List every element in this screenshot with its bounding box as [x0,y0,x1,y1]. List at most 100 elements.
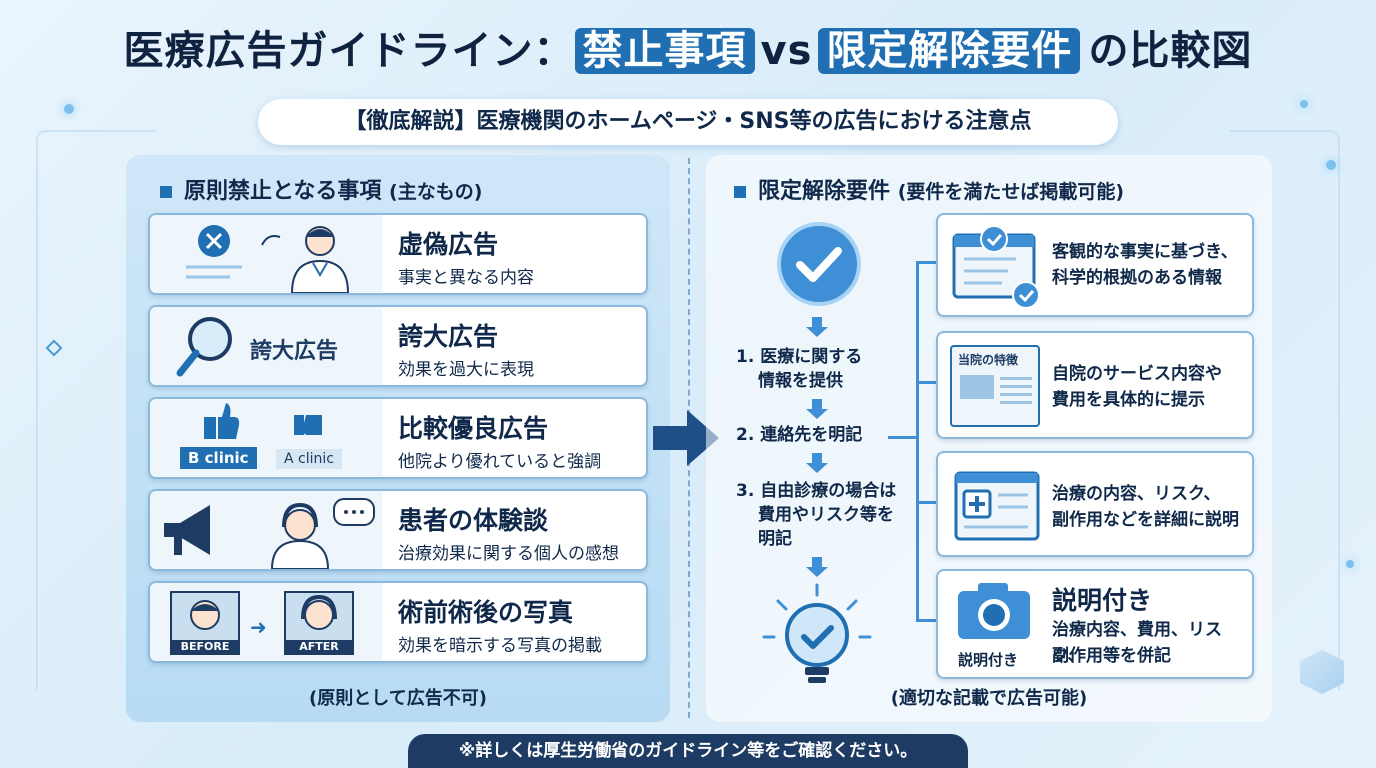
face-icon [190,600,220,630]
bullet-square-icon [734,186,746,198]
arrow-right-icon [653,410,719,466]
thumbs-icon [204,403,322,439]
step-2: 2. 連絡先を明記 [736,423,862,447]
title-prefix: 医療広告ガイドライン： [123,28,575,74]
decor-dot [1346,560,1354,568]
decor-dot [1326,160,1336,170]
after-label: AFTER [286,640,352,653]
prohibited-heading-note: (主なもの) [389,181,483,203]
card-line: 副作用等を併記 [1052,646,1171,666]
false-ad-illustration [150,215,382,294]
magnifier-icon [176,317,232,377]
card-services-and-fees: 当院の特徴 自院のサービス内容や 費用を具体的に提示 [936,331,1254,439]
connector-branch [916,501,936,504]
step-line: 連絡先を明記 [760,425,863,445]
connector-branch [916,381,936,384]
step-line: 情報を提供 [758,371,843,391]
a-clinic-label: A clinic [276,449,342,469]
exemption-heading-text: 限定解除要件 [758,179,891,204]
exemption-panel: 限定解除要件 (要件を満たせば掲載可能) 1. 医療に関する 情報を提供 2. … [706,155,1272,722]
card-line: 客観的な事実に基づき、 [1052,242,1238,262]
card-exaggerated-advertising: 誇大広告 誇大広告 効果を過大に表現 [148,305,648,387]
exaggerated-ad-illustration: 誇大広告 [150,307,382,385]
prohibited-panel: 原則禁止となる事項 (主なもの) 虚偽広告 事実と異なる内容 [126,155,670,722]
b-clinic-label: B clinic [180,447,257,469]
card-line: 費用を具体的に提示 [1052,390,1205,410]
connector-branch [916,261,936,264]
connector-branch [916,619,936,622]
card-title: 説明付き [1052,586,1153,615]
card-patient-testimonial: 患者の体験談 治療効果に関する個人の感想 [148,489,648,571]
step-num: 3. [736,481,755,501]
card-line: 副作用などを詳細に説明 [1052,510,1239,530]
card-line: 治療内容、費用、リスク、 [1052,620,1222,666]
card-desc: 事実と異なる内容 [398,268,534,288]
card-title: 虚偽広告 [398,230,499,259]
arrow-right-icon: ➜ [250,615,267,639]
subtitle-banner: 【徹底解説】医療機関のホームページ・SNS等の広告における注意点 [258,99,1118,145]
face-icon [301,594,337,630]
arrow-down-icon [806,399,828,419]
clinic-features-label: 当院の特徴 [958,353,1019,367]
before-photo: BEFORE [170,591,240,655]
megaphone-person-icon [164,498,375,570]
before-label: BEFORE [172,640,238,653]
card-with-explanation: 説明付き 説明付き 治療内容、費用、リスク、 副作用等を併記 [936,569,1254,679]
card-objective-facts: 客観的な事実に基づき、 科学的根拠のある情報 [936,213,1254,317]
connector-vertical [916,261,919,621]
clinic-features-icon: 当院の特徴 [950,345,1040,427]
step-1: 1. 医療に関する 情報を提供 [736,345,862,393]
card-desc: 他院より優れていると強調 [398,452,602,472]
card-title: 術前術後の写真 [398,598,574,627]
prohibited-heading: 原則禁止となる事項 (主なもの) [160,173,482,205]
camera-icon [958,583,1030,639]
prohibited-footer: (原則として広告不可) [309,688,487,709]
card-before-after-photos: BEFORE ➜ AFTER 術前術後の写真 効果を暗示する写真の掲載 [148,581,648,663]
arrow-down-icon [806,317,828,337]
testimonial-illustration [150,491,382,570]
explanation-icon-label: 説明付き [958,651,1019,669]
step-3: 3. 自由診療の場合は 費用やリスク等を 明記 [736,479,896,551]
card-line: 科学的根拠のある情報 [1052,268,1222,288]
card-desc: 効果を暗示する写真の掲載 [398,636,602,656]
arrow-down-icon [806,453,828,473]
comparative-ad-illustration: B clinic A clinic [150,399,382,477]
card-title: 誇大広告 [398,322,499,351]
card-line: 治療の内容、リスク、 [1052,484,1221,504]
card-false-advertising: 虚偽広告 事実と異なる内容 [148,213,648,295]
step-line: 医療に関する [760,347,863,367]
card-comparative-advertising: B clinic A clinic 比較優良広告 他院より優れていると強調 [148,397,648,479]
lightbulb-check-icon [762,583,872,683]
exemption-heading-note: (要件を満たせば掲載可能) [897,181,1125,203]
title-prohibited-highlight: 禁止事項 [574,28,755,74]
placeholder-image [960,375,994,399]
arrow-down-icon [806,557,828,577]
card-desc: 治療効果に関する個人の感想 [398,544,619,564]
step-line: 自由診療の場合は [760,481,897,501]
text-lines [1000,377,1032,380]
frame-decoration-left [36,130,156,690]
frame-decoration-right [1230,130,1340,690]
card-treatment-details: 治療の内容、リスク、 副作用などを詳細に説明 [936,451,1254,557]
medical-document-icon [954,471,1040,541]
step-line: 明記 [758,529,792,549]
title-suffix: の比較図 [1088,28,1253,74]
connector-branch [888,436,916,439]
card-line: 自院のサービス内容や [1052,364,1222,384]
decor-dot [64,104,74,114]
footnote-banner: ※詳しくは厚生労働省のガイドライン等をご確認ください。 [408,734,968,768]
prohibited-heading-text: 原則禁止となる事項 [184,179,382,204]
after-photo: AFTER [284,591,354,655]
card-title: 比較優良広告 [398,414,549,443]
check-circle-icon [777,222,861,306]
bullet-square-icon [160,186,172,198]
card-title: 患者の体験談 [398,506,549,535]
hexagon-icon [1300,650,1344,694]
title-vs: vs [760,28,813,74]
card-desc: 効果を過大に表現 [398,360,534,380]
exemption-heading: 限定解除要件 (要件を満たせば掲載可能) [734,173,1124,205]
step-line: 費用やリスク等を [758,505,894,525]
exaggerated-label: 誇大広告 [250,339,339,364]
step-num: 2. [736,425,755,445]
